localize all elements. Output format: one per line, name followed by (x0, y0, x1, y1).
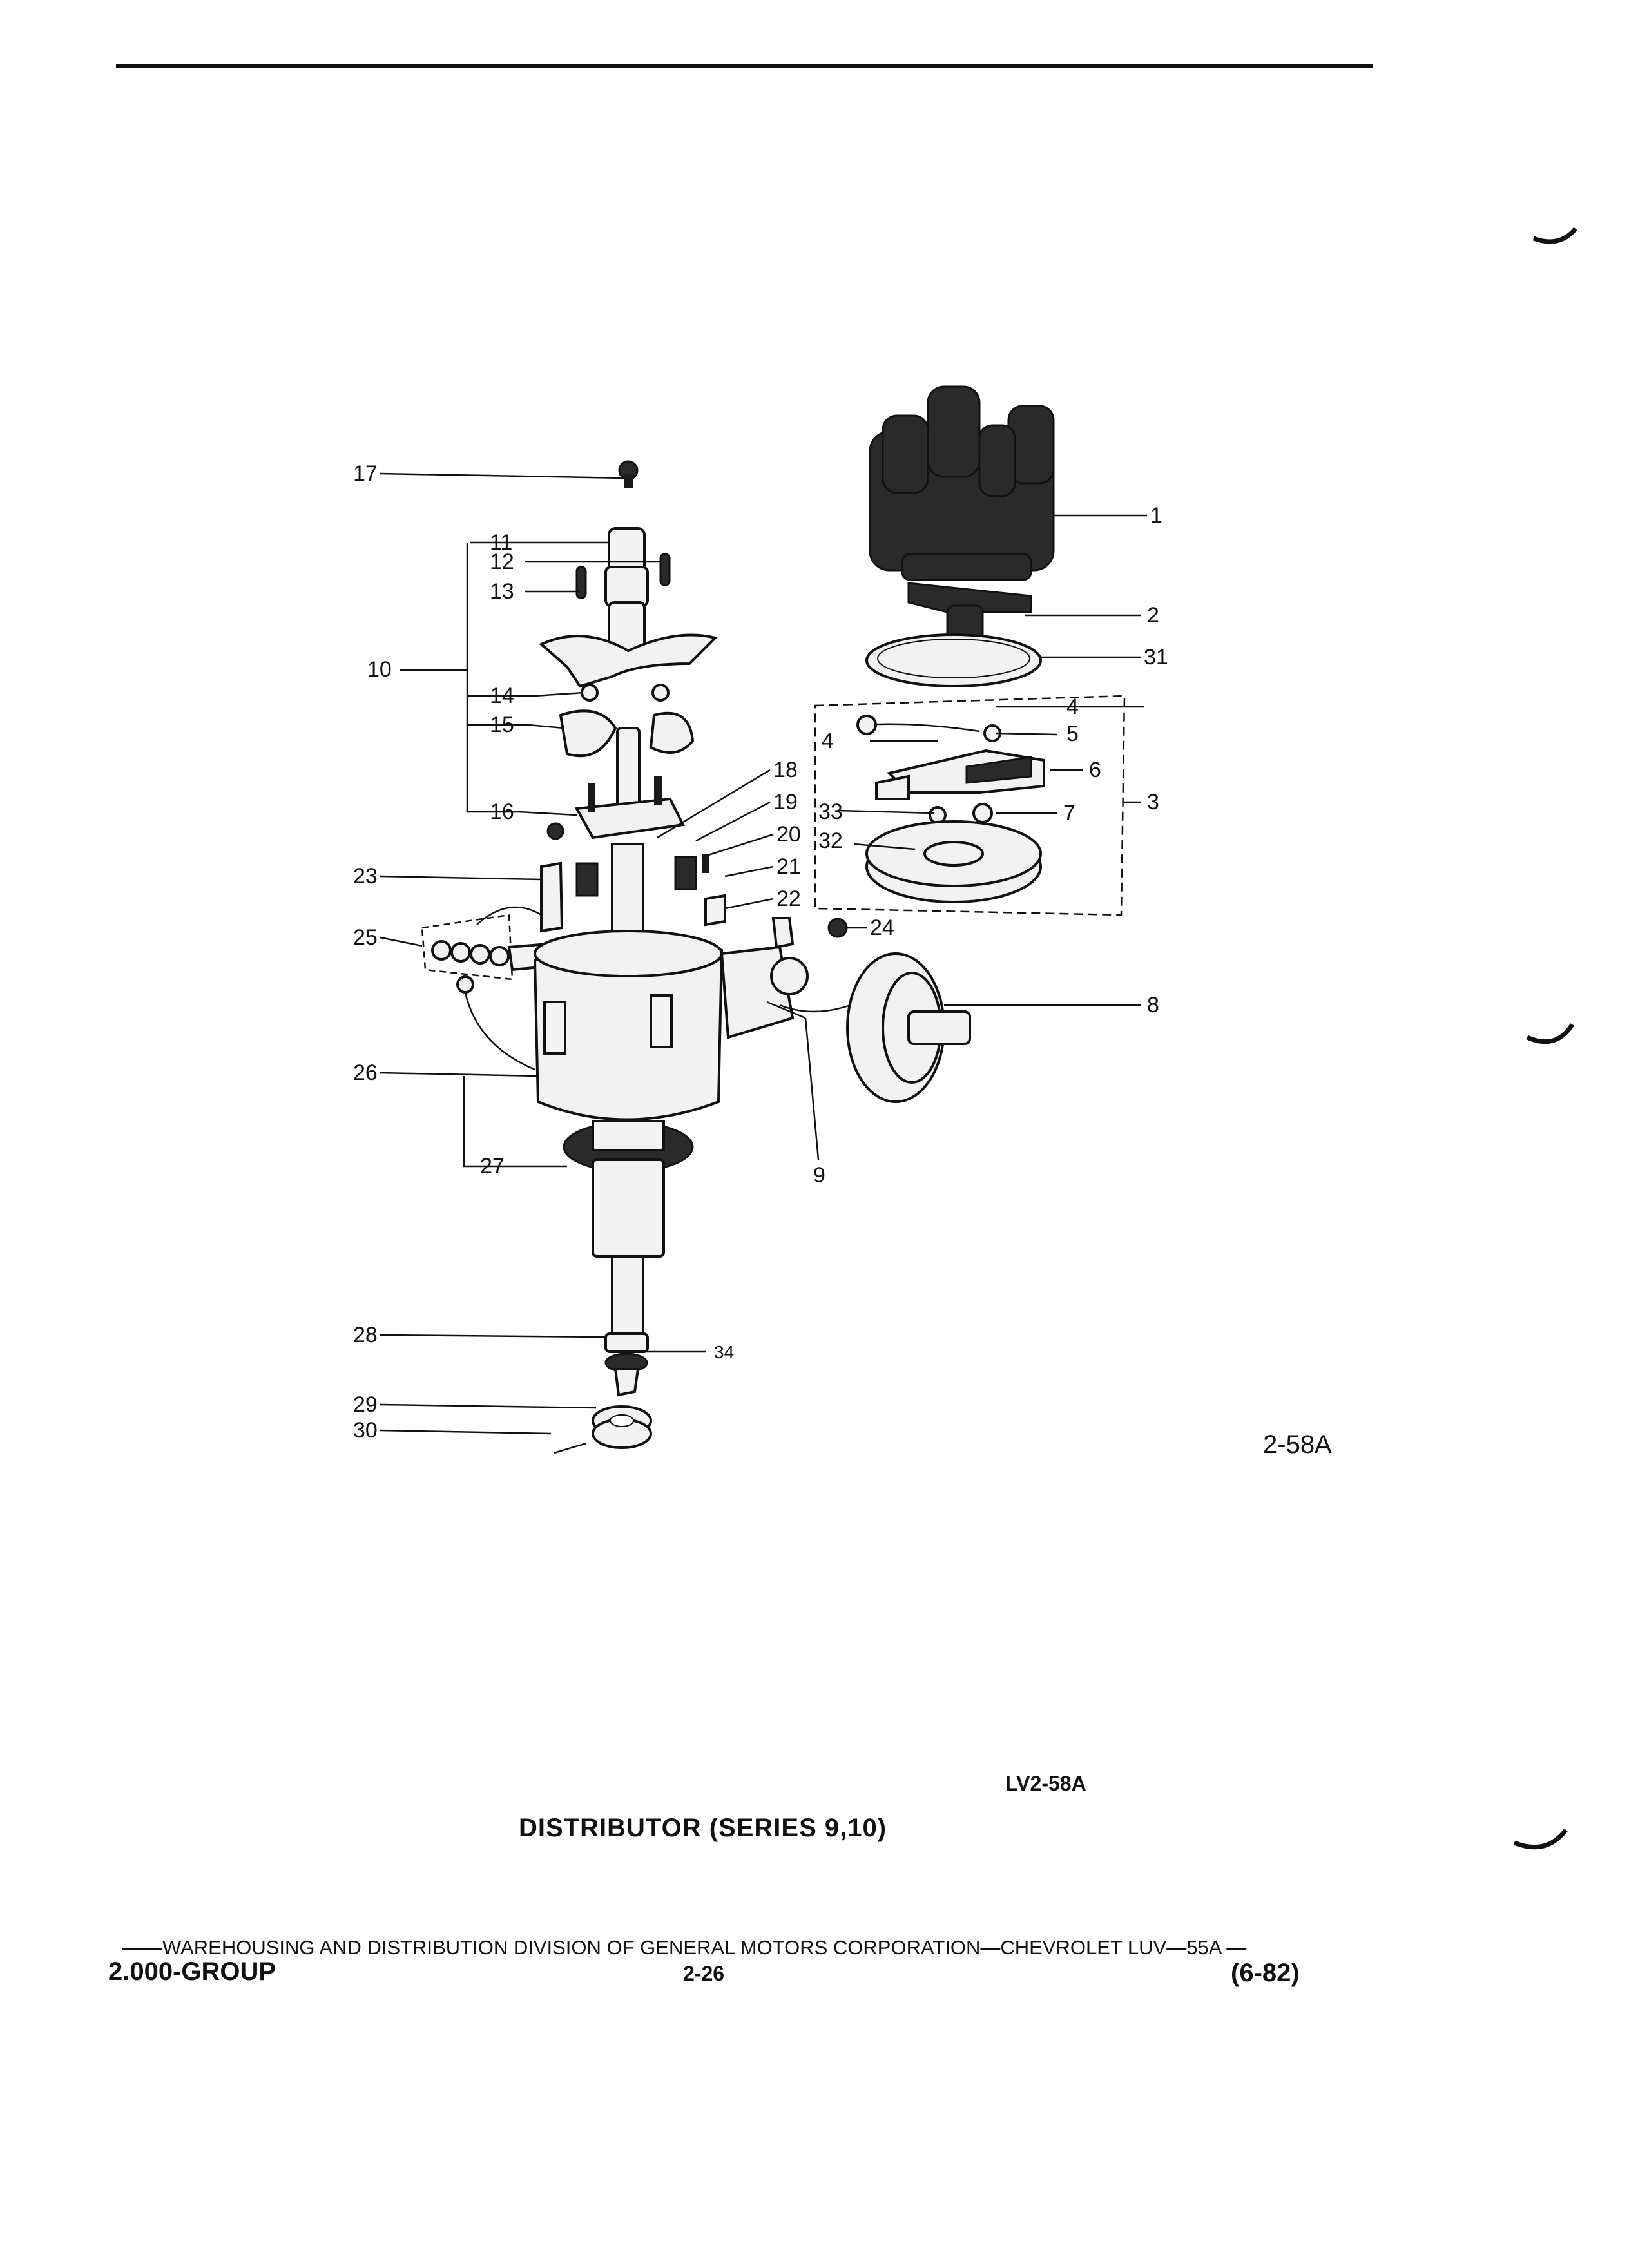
callout-24: 24 (870, 916, 894, 940)
footer-group: 2.000-GROUP (108, 1957, 276, 1986)
distributor-cap (869, 385, 1055, 581)
callout-23: 23 (353, 864, 378, 889)
callout-4-lower: 4 (822, 729, 834, 753)
edge-mark-bottom (1513, 1828, 1568, 1850)
edge-mark-middle (1526, 1023, 1574, 1044)
callout-6: 6 (1089, 758, 1101, 782)
callout-3: 3 (1147, 790, 1159, 814)
callout-14: 14 (490, 684, 514, 708)
callout-28: 28 (353, 1323, 378, 1347)
callout-22: 22 (776, 887, 801, 911)
callout-10: 10 (367, 657, 392, 682)
callout-9: 9 (813, 1163, 825, 1187)
callout-33: 33 (818, 800, 843, 824)
callout-8: 8 (1147, 993, 1159, 1017)
figure-number: 2-58A (1263, 1430, 1332, 1459)
callout-20: 20 (776, 822, 801, 847)
footer-publisher-line: ——WAREHOUSING AND DISTRIBUTION DIVISION … (122, 1936, 1247, 1959)
callout-labels: 17 11 12 13 10 14 15 16 18 19 20 21 22 2… (353, 461, 1168, 1443)
callout-32: 32 (818, 829, 843, 853)
callout-17: 17 (353, 461, 378, 486)
cam-and-advance-weights (539, 460, 718, 840)
breaker-plate-assembly (856, 715, 1045, 903)
callout-30: 30 (353, 1418, 378, 1443)
callout-21: 21 (776, 854, 801, 879)
callout-27: 27 (480, 1154, 505, 1178)
callout-25: 25 (353, 925, 378, 950)
footer-page-number: 2-26 (683, 1962, 725, 1985)
callout-2: 2 (1147, 603, 1159, 628)
callout-1: 1 (1150, 503, 1162, 528)
footer-date-code: (6-82) (1231, 1959, 1300, 1987)
callout-4-upper: 4 (1066, 695, 1079, 719)
callout-13: 13 (490, 579, 514, 604)
callout-31: 31 (1144, 645, 1168, 669)
seal (865, 633, 1042, 687)
diagram-title: DISTRIBUTOR (SERIES 9,10) (519, 1814, 887, 1842)
leader-lines (380, 472, 1147, 1435)
callout-12: 12 (490, 550, 514, 574)
callout-18: 18 (773, 758, 798, 782)
callout-5: 5 (1066, 722, 1079, 746)
callout-29: 29 (353, 1392, 378, 1417)
distributor-housing-and-shaft (421, 843, 809, 1454)
edge-mark-top (1532, 227, 1577, 244)
callout-15: 15 (490, 713, 514, 737)
callout-16: 16 (490, 800, 514, 824)
callout-34: 34 (714, 1342, 734, 1362)
callout-11: 11 (490, 530, 512, 555)
breaker-plate-assembly-box (814, 695, 1126, 916)
vacuum-advance-unit (779, 918, 971, 1103)
callout-26: 26 (353, 1061, 378, 1085)
callout-19: 19 (773, 790, 798, 814)
callout-7: 7 (1063, 801, 1075, 825)
top-rule (116, 64, 1373, 68)
drawing-code: LV2-58A (1005, 1772, 1086, 1795)
